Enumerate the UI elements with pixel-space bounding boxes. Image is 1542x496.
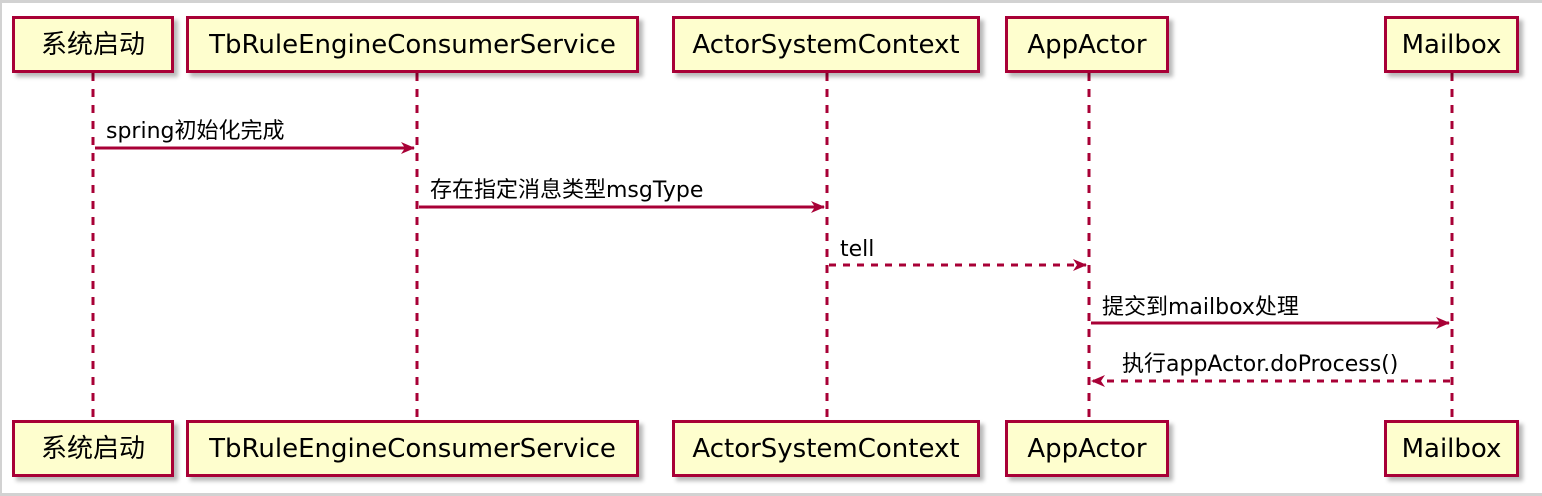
participant-consumer-top[interactable]: TbRuleEngineConsumerService [186,16,639,73]
message-label-5: 执行appActor.doProcess() [1122,352,1399,377]
message-label-1: spring初始化完成 [106,119,285,144]
participant-label: Mailbox [1401,433,1502,464]
participant-consumer-bottom[interactable]: TbRuleEngineConsumerService [186,420,639,477]
participant-label: TbRuleEngineConsumerService [209,29,616,60]
participant-label: TbRuleEngineConsumerService [209,433,616,464]
participant-mailbox-bottom[interactable]: Mailbox [1384,420,1519,477]
participant-app-actor-top[interactable]: AppActor [1005,16,1169,73]
participant-system-start-top[interactable]: 系统启动 [12,16,174,73]
participant-app-actor-bottom[interactable]: AppActor [1005,420,1169,477]
participant-label: Mailbox [1401,29,1502,60]
participant-label: ActorSystemContext [692,29,960,60]
participant-label: 系统启动 [40,29,145,60]
participant-actor-context-top[interactable]: ActorSystemContext [672,16,980,73]
participant-system-start-bottom[interactable]: 系统启动 [12,420,174,477]
participant-label: AppActor [1027,29,1147,60]
message-label-3: tell [840,237,875,262]
message-arrows-group [95,142,1450,387]
message-label-2: 存在指定消息类型msgType [430,178,704,203]
message-label-4: 提交到mailbox处理 [1102,295,1299,320]
diagram-vector-layer [91,73,1454,420]
participant-label: AppActor [1027,433,1147,464]
participant-label: ActorSystemContext [692,433,960,464]
participant-actor-context-bottom[interactable]: ActorSystemContext [672,420,980,477]
participant-mailbox-top[interactable]: Mailbox [1384,16,1519,73]
lifelines-group [91,73,1454,420]
participant-label: 系统启动 [40,433,145,464]
